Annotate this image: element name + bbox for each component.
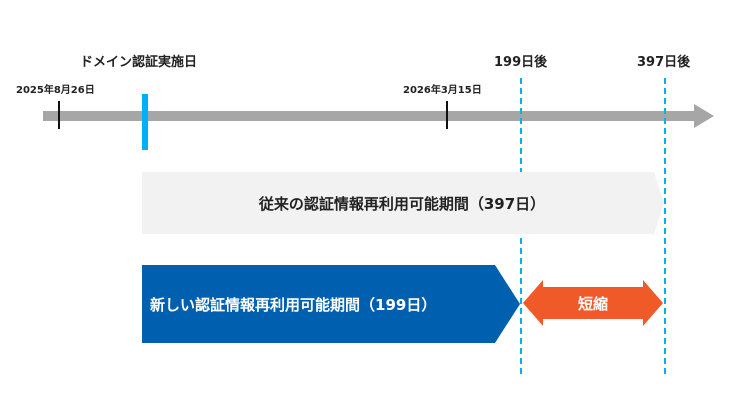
timeline-axis	[43, 111, 698, 121]
marker-199-label: 199日後	[494, 55, 548, 70]
marker-397-label: 397日後	[637, 55, 691, 70]
new-period-label: 新しい認証情報再利用可能期間（199日）	[150, 295, 437, 314]
tick-mid-date	[446, 101, 448, 129]
old-period-bar	[142, 172, 664, 234]
event-marker	[142, 94, 148, 150]
start-date-label: 2025年8月26日	[16, 85, 95, 96]
axis-arrowhead-icon	[694, 104, 714, 128]
shortened-label: 短縮	[577, 294, 608, 313]
new-period-bar	[142, 265, 520, 343]
event-label: ドメイン認証実施日	[80, 55, 198, 70]
tick-start-date	[58, 101, 60, 129]
mid-date-label: 2026年3月15日	[403, 85, 482, 96]
old-period-label: 従来の認証情報再利用可能期間（397日）	[258, 194, 546, 213]
shortened-arrow	[523, 280, 663, 326]
